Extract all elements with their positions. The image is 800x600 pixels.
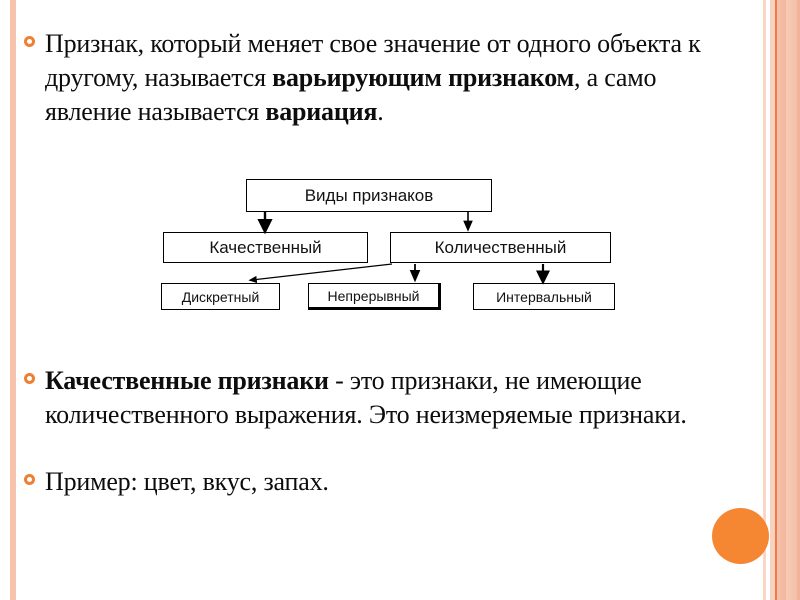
- bullet-ring-icon: [24, 373, 35, 384]
- diagram-node-quantitative-label: Количественный: [434, 237, 567, 257]
- right-border-stripe: [770, 0, 800, 600]
- definition-run-4: .: [377, 97, 384, 126]
- definition-run-1: варьирующим признаком: [272, 63, 575, 92]
- example-text: Пример: цвет, вкус, запах.: [45, 467, 329, 496]
- right-border-edge: [797, 0, 800, 600]
- definition-run-2: , а само явление называется: [45, 63, 657, 126]
- edge-quantitative-to-discrete: [248, 263, 393, 284]
- diagram-node-discrete-label: Дискретный: [181, 288, 260, 305]
- accent-circle: [712, 508, 769, 564]
- qualitative-run-0: Качественные признаки: [45, 366, 329, 395]
- diagram-node-discrete: Дискретный: [161, 283, 280, 310]
- diagram-node-qualitative-label: Качественный: [209, 237, 322, 257]
- bullet-paragraph-qualitative: Качественные признаки - это признаки, не…: [24, 364, 770, 432]
- diagram-node-interval: Интервальный: [473, 283, 615, 310]
- diagram-node-continuous: Непрерывный: [308, 283, 441, 310]
- bullet-paragraph-definition: Признак, который меняет свое значение от…: [24, 27, 736, 129]
- diagram-node-root: Виды признаков: [246, 179, 492, 212]
- diagram-node-interval-label: Интервальный: [496, 288, 592, 305]
- left-border-stripe: [10, 0, 16, 600]
- definition-run-0: Признак, который меняет свое значение от…: [45, 29, 701, 92]
- diagram-node-qualitative: Качественный: [163, 232, 368, 263]
- bullet-ring-icon: [24, 36, 35, 47]
- diagram-node-continuous-label: Непрерывный: [327, 287, 420, 304]
- right-border-thin-stripe: [763, 0, 766, 600]
- diagram-node-root-label: Виды признаков: [304, 185, 434, 205]
- diagram-node-quantitative: Количественный: [390, 232, 611, 263]
- definition-run-3: вариация: [265, 97, 378, 126]
- definition-text: Признак, который меняет свое значение от…: [45, 27, 736, 129]
- qualitative-definition-text: Качественные признаки - это признаки, не…: [45, 364, 770, 432]
- qualitative-run-1: - это признаки, не имеющие количественно…: [45, 366, 687, 429]
- bullet-paragraph-example: Пример: цвет, вкус, запах.: [24, 465, 524, 499]
- bullet-ring-icon: [24, 474, 35, 485]
